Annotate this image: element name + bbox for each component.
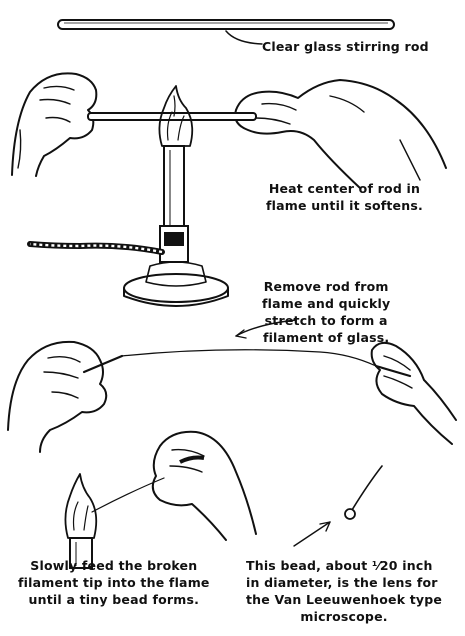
glass-bead-icon <box>344 465 383 520</box>
stretch-leader <box>235 319 297 337</box>
bead-leader <box>293 521 331 547</box>
hand-icon <box>370 341 457 445</box>
hand-icon <box>234 79 447 189</box>
flame-icon <box>64 473 98 539</box>
rod-caption: Clear glass stirring rod <box>262 39 429 54</box>
hand-icon <box>151 430 257 541</box>
glass-rod-icon <box>57 19 395 30</box>
heat-caption: Heat center of rod in flame until it sof… <box>266 181 423 213</box>
feed-caption: Slowly feed the broken filament tip into… <box>18 558 210 607</box>
stretch-caption: Remove rod from flame and quickly stretc… <box>262 279 391 345</box>
flame-icon <box>158 85 194 147</box>
hand-icon <box>7 340 108 453</box>
rod-label-leader <box>225 30 263 45</box>
bunsen-burner-icon <box>27 145 229 307</box>
hand-icon <box>11 72 98 177</box>
bead-caption: This bead, about ⅟20 inch in diameter, i… <box>246 558 443 624</box>
